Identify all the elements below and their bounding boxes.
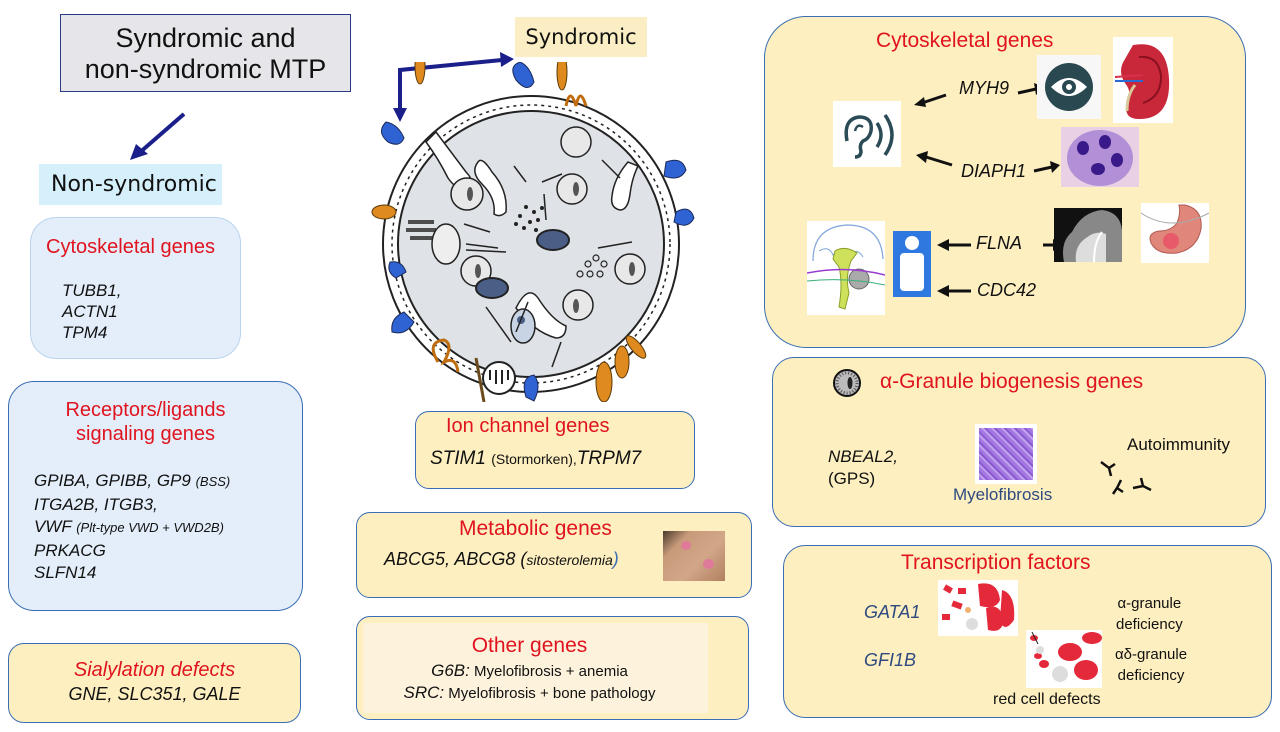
glycoproteins-orange <box>371 62 647 402</box>
ion-channel-genes: STIM1 (Stormorken),TRPM7 <box>430 448 642 469</box>
rbc-image-2 <box>1026 630 1102 688</box>
ear-hearing-icon <box>833 101 901 167</box>
gene-actn1: ACTN1 <box>62 302 118 321</box>
brain-diagram-image <box>807 221 885 315</box>
deficiency-label-2: αδ-granule deficiency <box>1115 646 1188 684</box>
ion-channel-heading: Ion channel genes <box>446 415 610 437</box>
transcription-box: Transcription factors GATA1 GFI1B α-gran… <box>783 545 1272 718</box>
gene-gfi1b: GFI1B <box>864 650 917 670</box>
receptors-heading-line1: Receptors/ligands <box>65 399 226 421</box>
non-syndromic-label: Non-syndromic <box>39 164 222 205</box>
eye-icon <box>1037 55 1101 119</box>
gene-diaph1: DIAPH1 <box>961 161 1027 181</box>
left-cytoskeletal-heading: Cytoskeletal genes <box>46 236 215 258</box>
sialylation-heading: Sialylation defects <box>73 659 236 681</box>
arrow-to-syndromic <box>393 52 514 122</box>
other-gene-row: G6B: Myelofibrosis + anemia <box>431 661 628 680</box>
right-cytoskeletal-box: Cytoskeletal genes MYH9 DIAPH1 <box>764 16 1246 348</box>
other-genes-heading: Other genes <box>471 634 588 657</box>
sialylation-box: Sialylation defects GNE, SLC351, GALE <box>8 643 301 723</box>
receptors-heading-line2: signaling genes <box>76 423 215 445</box>
person-icon <box>893 231 931 297</box>
other-gene-row: SRC: Myelofibrosis + bone pathology <box>403 683 656 702</box>
arrow-to-non-syndromic <box>130 112 186 160</box>
deficiency-label-1: α-granule deficiency <box>1116 595 1183 633</box>
right-cytoskeletal-heading: Cytoskeletal genes <box>876 29 1054 52</box>
other-genes-box: Other genes G6B: Myelofibrosis + anemia … <box>356 616 749 720</box>
syndromic-label: Syndromic <box>515 17 647 57</box>
receptors-blue <box>381 62 695 402</box>
ion-channel-box: Ion channel genes STIM1 (Stormorken),TRP… <box>415 411 695 489</box>
kidney-image <box>1113 37 1173 123</box>
neutrophil-smear-image <box>1061 127 1139 187</box>
left-cytoskeletal-box: Cytoskeletal genes TUBB1, ACTN1 TPM4 <box>30 217 241 359</box>
metabolic-genes: ABCG5, ABCG8 (sitosterolemia) <box>384 549 619 569</box>
myelofibrosis-image <box>975 424 1037 484</box>
red-cell-defects-label: red cell defects <box>993 691 1101 708</box>
metabolic-box: Metabolic genes ABCG5, ABCG8 (sitosterol… <box>356 512 752 598</box>
alpha-granule-heading: α-Granule biogenesis genes <box>880 370 1144 393</box>
main-title-line2: non-syndromic MTP <box>84 54 327 84</box>
receptor-row: GPIBA, GPIBB, GP9 (BSS) <box>34 471 231 490</box>
gene-tubb1: TUBB1, <box>62 281 122 300</box>
sialylation-genes: GNE, SLC351, GALE <box>68 684 241 704</box>
antibody-icons <box>1100 461 1152 495</box>
left-receptors-box: Receptors/ligands signaling genes GPIBA,… <box>8 381 303 611</box>
gene-tpm4: TPM4 <box>62 323 108 342</box>
receptor-row: SLFN14 <box>34 563 97 582</box>
alpha-granule-icon <box>833 369 861 397</box>
gene-flna: FLNA <box>976 233 1023 253</box>
main-title-line1: Syndromic and <box>115 23 296 53</box>
receptor-row: PRKACG <box>34 540 106 560</box>
receptor-row: VWF (Plt-type VWD + VWD2B) <box>34 517 224 536</box>
gene-myh9: MYH9 <box>959 78 1010 98</box>
gene-gata1: GATA1 <box>864 602 921 622</box>
stomach-image <box>1141 203 1209 263</box>
non-syndromic-text: Non-syndromic <box>51 172 217 197</box>
xanthoma-skin-image <box>663 531 725 581</box>
alpha-granule-box: α-Granule biogenesis genes NBEAL2, (GPS)… <box>772 357 1266 527</box>
gps-label: (GPS) <box>828 469 876 488</box>
gene-nbeal2: NBEAL2, <box>828 447 898 466</box>
mri-head-image <box>1054 208 1122 262</box>
rbc-image-1 <box>938 580 1018 636</box>
gene-cdc42: CDC42 <box>977 280 1037 300</box>
main-title-box: Syndromic and non-syndromic MTP <box>60 14 351 92</box>
receptor-row: ITGA2B, ITGB3, <box>34 494 158 514</box>
transcription-heading: Transcription factors <box>901 551 1091 574</box>
autoimmunity-label: Autoimmunity <box>1127 435 1230 454</box>
platelet-illustration <box>371 62 695 402</box>
metabolic-heading: Metabolic genes <box>459 517 612 540</box>
myelofibrosis-label: Myelofibrosis <box>953 485 1053 504</box>
syndromic-text: Syndromic <box>525 25 637 49</box>
